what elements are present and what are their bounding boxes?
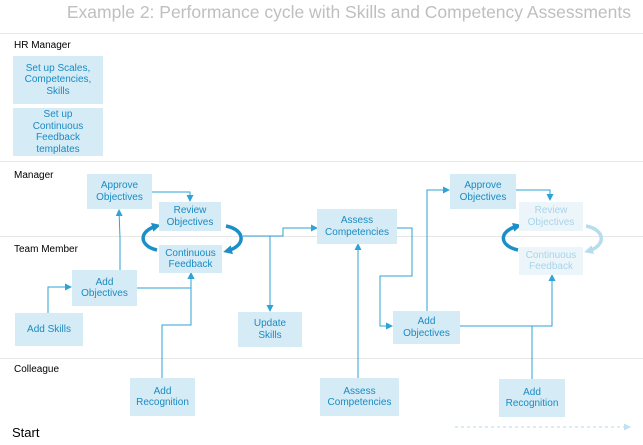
review-objectives-2-box: Review Objectives — [519, 202, 583, 231]
add-skills-box: Add Skills — [15, 313, 83, 346]
lane-label-hr-manager: HR Manager — [14, 40, 71, 51]
assess-competencies-manager-box: Assess Competencies — [317, 209, 397, 244]
update-skills-box: Update Skills — [238, 312, 302, 347]
lane-label-manager: Manager — [14, 170, 54, 181]
lane-label-team-member: Team Member — [14, 244, 78, 255]
assess-competencies-colleague-box: Assess Competencies — [320, 378, 399, 416]
continuous-feedback-box: Continuous Feedback — [159, 245, 222, 273]
setup-feedback-templates-box: Set up Continuous Feedback templates — [13, 108, 103, 156]
continuous-feedback-2-box: Continuous Feedback — [519, 247, 583, 275]
lane-divider — [0, 161, 643, 162]
add-objectives-2-box: Add Objectives — [393, 311, 460, 344]
approve-objectives-box: Approve Objectives — [87, 174, 152, 209]
diagram-title: Example 2: Performance cycle with Skills… — [66, 2, 631, 22]
review-objectives-box: Review Objectives — [159, 202, 221, 231]
lane-label-colleague: Colleague — [14, 364, 60, 375]
add-objectives-box: Add Objectives — [72, 270, 137, 306]
approve-objectives-2-box: Approve Objectives — [450, 174, 516, 209]
start-label: Start — [12, 425, 40, 440]
lane-divider — [0, 358, 643, 359]
setup-scales-box: Set up Scales, Competencies, Skills — [13, 56, 103, 104]
add-recognition-2-box: Add Recognition — [499, 379, 565, 417]
add-recognition-box: Add Recognition — [130, 378, 195, 416]
lane-divider — [0, 33, 643, 34]
